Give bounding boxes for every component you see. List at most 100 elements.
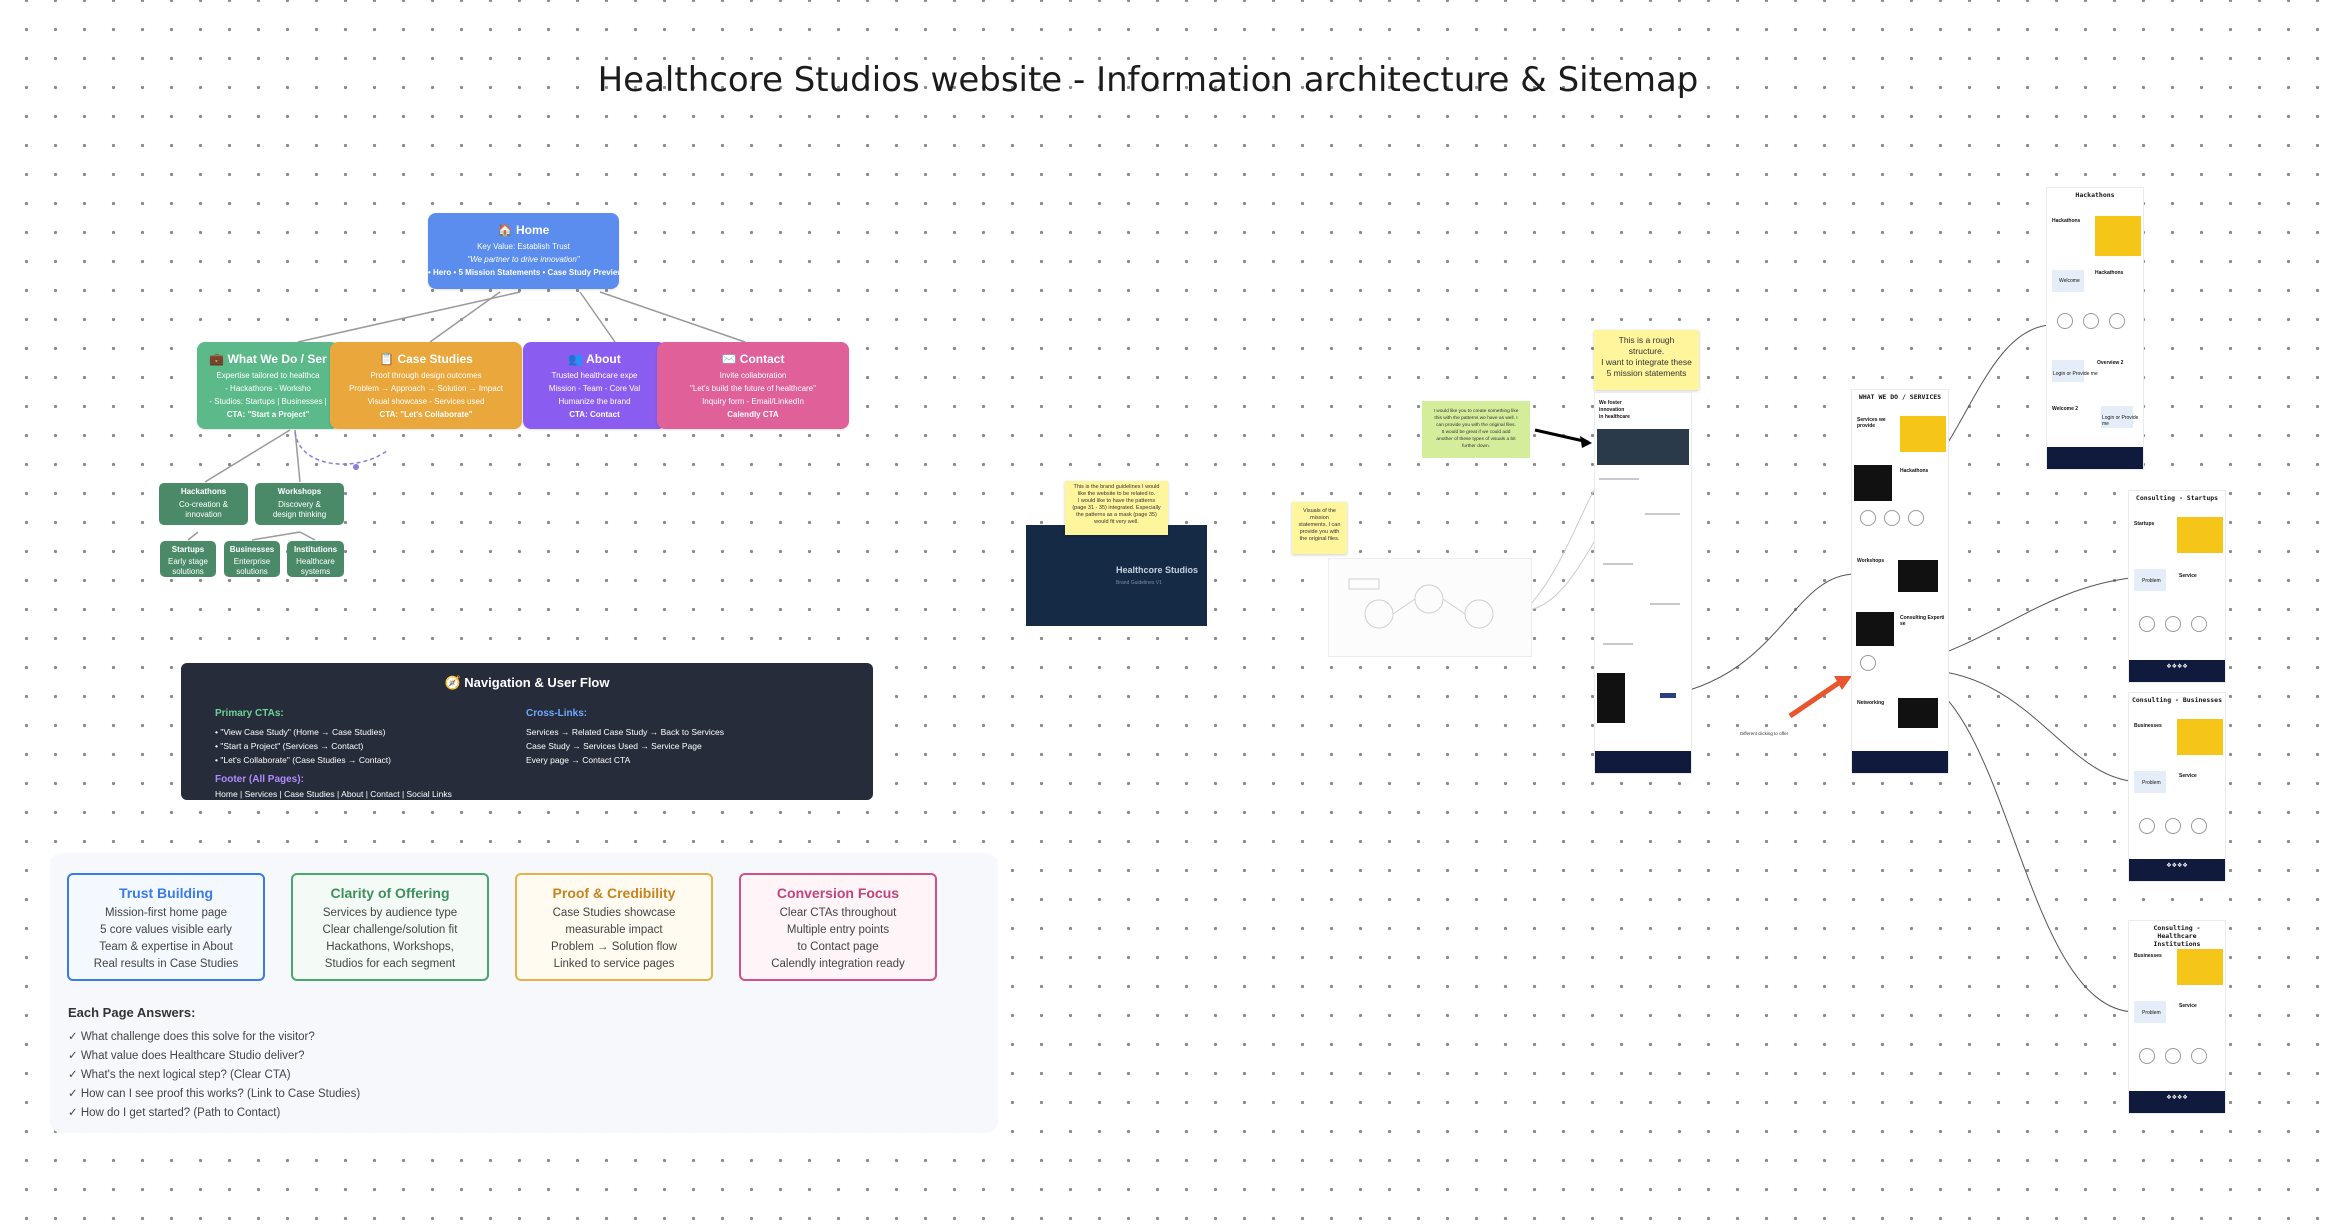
institutions-l1: Healthcare xyxy=(296,557,335,566)
footer-logo: ❖❖❖❖ xyxy=(2166,664,2188,670)
item-image xyxy=(1898,698,1938,728)
principle-line: Calendly integration ready xyxy=(771,958,905,970)
principle-line: Clear CTAs throughout xyxy=(779,907,897,919)
institutions-image xyxy=(2177,949,2223,985)
startups-panel xyxy=(2134,569,2166,591)
home-footer xyxy=(1595,751,1691,773)
wireframe-consulting-institutions[interactable]: Consulting - Healthcare Institutions Bus… xyxy=(2128,920,2226,1114)
note-line: I would like you to create something lik… xyxy=(1433,409,1519,414)
home-node[interactable]: 🏠 Home Key Value: Establish Trust "We pa… xyxy=(428,213,619,289)
sticky-line: the patterns as a mask (page 35) xyxy=(1076,512,1157,518)
wireframe-services[interactable]: WHAT WE DO / SERVICES Services we provid… xyxy=(1851,389,1949,774)
page-answers-title: Each Page Answers: xyxy=(68,1005,196,1020)
services-cta: CTA: "Start a Project" xyxy=(226,410,310,419)
home-headline: in healthcare xyxy=(1599,414,1630,420)
case-studies-line1: Problem → Approach → Solution → Impact xyxy=(349,384,503,393)
case-studies-node[interactable]: 📋 Case Studies Proof through design outc… xyxy=(330,342,522,429)
icon-circle xyxy=(2139,616,2155,632)
principle-line: Problem → Solution flow xyxy=(551,941,677,953)
principle-proof[interactable]: Proof & Credibility Case Studies showcas… xyxy=(515,873,713,981)
wireframe-consulting-businesses[interactable]: Consulting - Businesses Businesses Probl… xyxy=(2128,692,2226,882)
wireframe-consulting-startups[interactable]: Consulting - Startups Startups Problem S… xyxy=(2128,490,2226,683)
sticky-line: This is a rough xyxy=(1618,335,1675,345)
service-item: Hackathons xyxy=(1900,468,1929,474)
case-studies-cta: CTA: "Let's Collaborate" xyxy=(379,410,473,419)
businesses-l2: solutions xyxy=(236,567,268,576)
workshops-node[interactable]: Workshops Discovery & design thinking xyxy=(255,483,344,525)
page-answer-item: ✓ What challenge does this solve for the… xyxy=(68,1031,315,1043)
sticky-line: mission xyxy=(1310,515,1329,521)
startups-l2: solutions xyxy=(172,567,204,576)
sticky-line: Visuals of the xyxy=(1303,508,1336,514)
cross-links: Cross-Links: Services → Related Case Stu… xyxy=(526,708,724,767)
principle-line: Multiple entry points xyxy=(786,924,890,936)
footer-label: Footer (All Pages): xyxy=(215,774,304,785)
principle-line: Clear challenge/solution fit xyxy=(322,924,458,936)
home-sections: • Hero • 5 Mission Statements • Case Stu… xyxy=(428,268,619,277)
text-line xyxy=(1599,478,1639,480)
contact-node[interactable]: ✉️ Contact Invite collaboration "Let's b… xyxy=(657,342,849,429)
hackathons-node[interactable]: Hackathons Co-creation & innovation xyxy=(159,483,248,525)
hackathons-l1: Co-creation & xyxy=(179,500,228,509)
sticky-visuals[interactable]: Visuals of the mission statements. I can… xyxy=(1292,502,1347,554)
about-title: 👥 About xyxy=(568,352,621,366)
brand-guidelines-slide[interactable]: Healthcore Studios Brand Guidelines V1 xyxy=(1026,525,1207,626)
connector-services-hackathons xyxy=(204,429,291,483)
startups-node[interactable]: Startups Early stage solutions xyxy=(160,541,216,577)
hackathons-footer xyxy=(2047,447,2143,469)
wireframe-hackathons[interactable]: Hackathons Hackathons Hackathons Welcome… xyxy=(2046,187,2144,470)
hackathons-header: Hackathons xyxy=(2075,191,2115,199)
workshops-l2: design thinking xyxy=(272,510,327,519)
principle-trust-building[interactable]: Trust Building Mission-first home page 5… xyxy=(67,873,265,981)
hack-item: Login or Provide me xyxy=(2053,371,2098,377)
hack-panel xyxy=(2052,270,2084,292)
connector-home-contact xyxy=(599,291,746,343)
green-note-patterns[interactable]: I would like you to create something lik… xyxy=(1422,401,1530,458)
sticky-line: I would like to have the patterns xyxy=(1077,498,1156,504)
icon-circle xyxy=(2191,616,2207,632)
connector-home-about xyxy=(579,291,616,343)
institutions-item: Problem xyxy=(2142,1010,2161,1016)
wireframe-home[interactable]: We foster innovation in healthcare xyxy=(1594,392,1692,774)
sticky-brand-guidelines[interactable]: This is the brand guidelines I would lik… xyxy=(1065,481,1168,535)
connector-work-businesses xyxy=(251,531,301,541)
navigation-panel[interactable]: 🧭 Navigation & User Flow Primary CTAs: •… xyxy=(181,663,873,800)
cross-links-label: Cross-Links: xyxy=(526,708,588,719)
icon-circle xyxy=(2165,818,2181,834)
startups-item: Problem xyxy=(2142,578,2161,584)
icon-circle xyxy=(2139,818,2155,834)
service-item: Workshops xyxy=(1857,558,1885,564)
principle-clarity[interactable]: Clarity of Offering Services by audience… xyxy=(291,873,489,981)
slide-title: Healthcore Studios xyxy=(1116,565,1199,575)
connector-services-workshops xyxy=(294,429,301,483)
sticky-rough-structure[interactable]: This is a rough structure. I want to int… xyxy=(1594,330,1699,390)
businesses-node[interactable]: Businesses Enterprise solutions xyxy=(224,541,280,577)
principle-line: Hackathons, Workshops, xyxy=(326,941,454,953)
cross-link-item: Every page → Contact CTA xyxy=(526,755,631,765)
connector-dashed-crosslink xyxy=(294,431,389,465)
item-image xyxy=(1898,560,1938,592)
services-node[interactable]: 💼 What We Do / Ser Expertise tailored to… xyxy=(197,342,339,429)
institutions-l2: systems xyxy=(300,567,331,576)
mission-visuals-sketch[interactable] xyxy=(1328,558,1532,657)
services-title: 💼 What We Do / Ser xyxy=(209,352,327,366)
principle-line: Studios for each segment xyxy=(324,958,456,970)
connector-hack-startups xyxy=(187,531,199,541)
institutions-node[interactable]: Institutions Healthcare systems xyxy=(287,541,344,577)
connector-home-services xyxy=(297,291,521,343)
note-line: another of these types of visuals a bit xyxy=(1436,437,1516,442)
about-line1: Mission - Team - Core Val xyxy=(548,384,641,393)
principle-conversion[interactable]: Conversion Focus Clear CTAs throughout M… xyxy=(739,873,937,981)
icon-circle xyxy=(2109,313,2125,329)
page-answer-item: ✓ What's the next logical step? (Clear C… xyxy=(68,1069,291,1081)
hack-item: Hackathons xyxy=(2095,270,2124,276)
startups-item: Service xyxy=(2179,573,2197,579)
businesses-image xyxy=(2177,719,2223,755)
icon-circle xyxy=(1860,655,1876,671)
about-node[interactable]: 👥 About Trusted healthcare expe Mission … xyxy=(523,342,666,429)
hero-image xyxy=(1597,429,1689,465)
cta-button xyxy=(1660,693,1676,698)
footer-items: Home | Services | Case Studies | About |… xyxy=(215,789,452,799)
home-key-value: Key Value: Establish Trust xyxy=(477,242,570,251)
principle-line: measurable impact xyxy=(565,924,663,936)
